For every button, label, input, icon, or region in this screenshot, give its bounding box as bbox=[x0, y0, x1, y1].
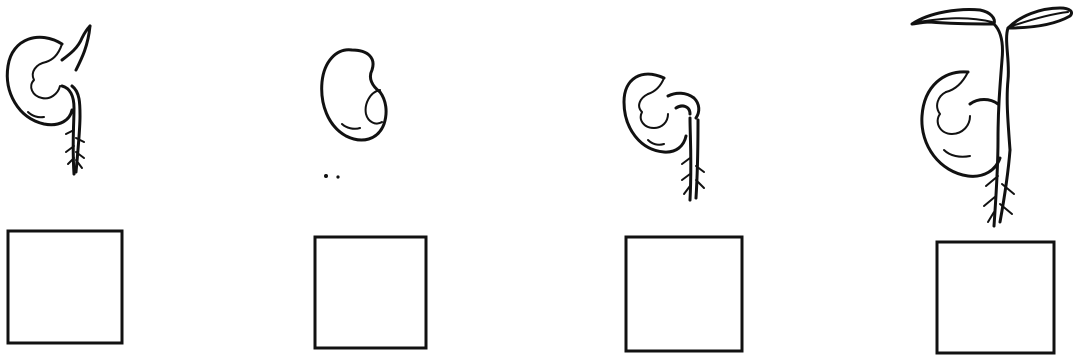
stage-1-answer-box[interactable] bbox=[8, 231, 122, 343]
bean-seed-icon bbox=[322, 50, 386, 179]
bean-seedling-with-leaves-icon bbox=[912, 8, 1072, 226]
stage-3-answer-box[interactable] bbox=[626, 237, 742, 351]
bean-sprouting-root-icon bbox=[7, 26, 90, 174]
stage-2-answer-box[interactable] bbox=[315, 237, 426, 348]
bean-root-and-shoot-icon bbox=[624, 74, 704, 200]
stage-4-answer-box[interactable] bbox=[937, 242, 1054, 353]
